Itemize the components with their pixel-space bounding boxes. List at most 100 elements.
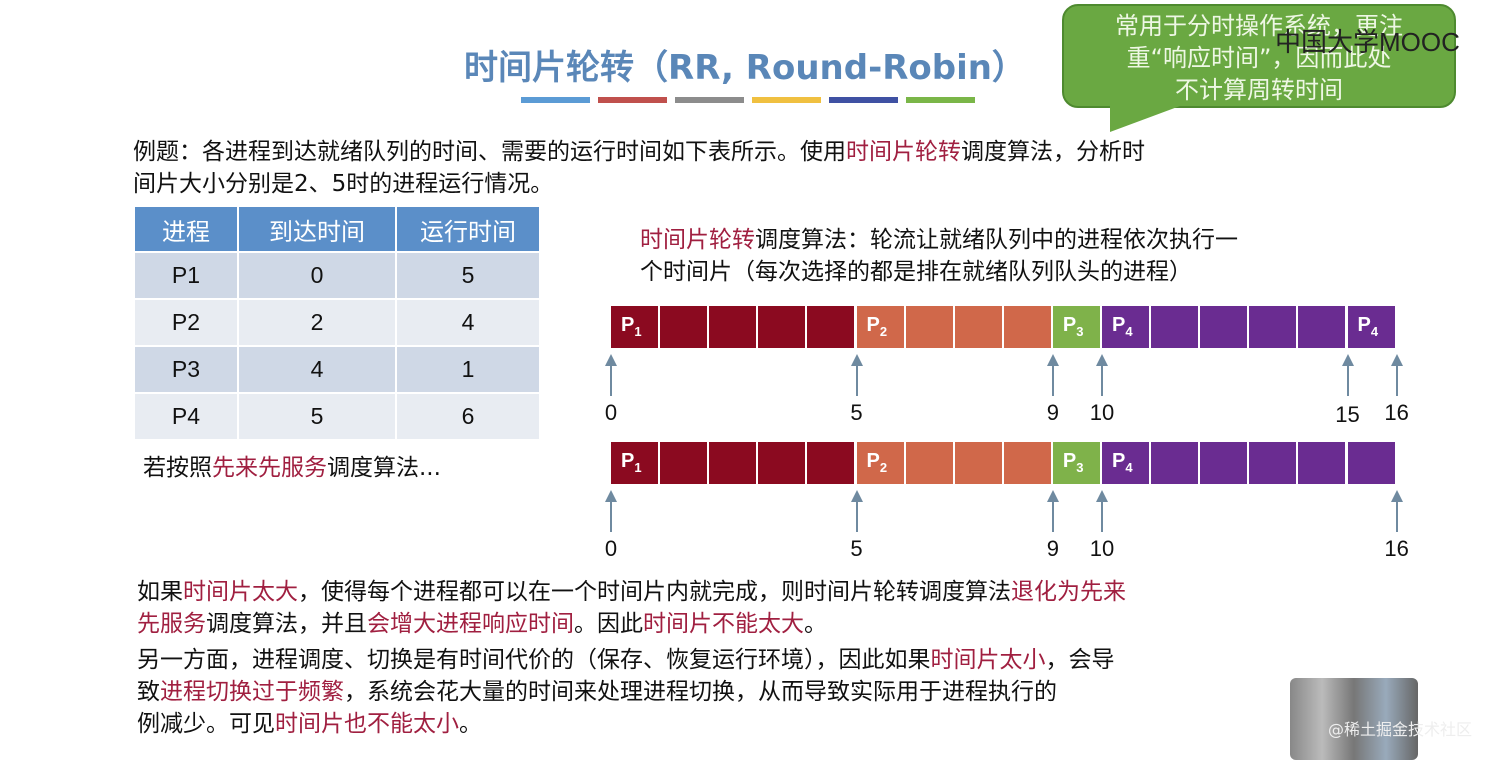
highlighted-text: 时间片不能太大 xyxy=(643,611,804,637)
text-span: 若按照 xyxy=(143,455,212,481)
time-label: 5 xyxy=(850,536,863,561)
highlighted-text: 时间片也不能太小 xyxy=(275,711,459,737)
time-label: 0 xyxy=(604,400,618,425)
text-line: 先服务调度算法，并且会增大进程响应时间。因此时间片不能太大。 xyxy=(137,608,827,640)
gantt-cell-p3: P3 xyxy=(1052,306,1102,348)
text-span: 例题：各进程到达就绪队列的时间、需要的运行时间如下表所示。使用 xyxy=(133,139,846,165)
mooc-logo: 中国大学MOOC xyxy=(1275,27,1460,57)
text-line: 另一方面，进程调度、切换是有时间代价的（保存、恢复运行环境），因此如果时间片太小… xyxy=(137,644,1115,676)
time-label: 9 xyxy=(1046,400,1060,425)
title-bar-segment xyxy=(598,97,667,103)
table-cell: 4 xyxy=(237,345,397,394)
time-label: 15 xyxy=(1335,402,1360,427)
time-label: 5 xyxy=(850,400,863,425)
gantt-cell-p3: P3 xyxy=(1052,442,1102,484)
time-label: 10 xyxy=(1089,400,1115,425)
gantt-cell-p4 xyxy=(1298,442,1348,484)
text-line: 例题：各进程到达就绪队列的时间、需要的运行时间如下表所示。使用时间片轮转调度算法… xyxy=(133,136,1145,168)
arrowhead-icon xyxy=(1096,490,1108,502)
gantt-cell-p4 xyxy=(1151,306,1201,348)
title-bar-segment xyxy=(906,97,975,103)
gantt-cell-p1 xyxy=(660,442,710,484)
gantt-cell-p1 xyxy=(758,306,808,348)
highlighted-text: 进程切换过于频繁 xyxy=(160,679,344,705)
table-cell: 4 xyxy=(395,298,541,347)
arrowhead-icon xyxy=(1390,354,1403,366)
gantt-cell-p2 xyxy=(1003,442,1053,484)
time-label: 16 xyxy=(1384,400,1409,425)
gantt-cell-p2 xyxy=(954,306,1004,348)
callout-line: 常用于分时操作系统，更注 xyxy=(1115,12,1403,40)
highlighted-text: 时间片轮转 xyxy=(846,139,961,165)
arrowhead-icon xyxy=(1096,354,1108,366)
text-line: 时间片轮转调度算法：轮流让就绪队列中的进程依次执行一 xyxy=(640,224,1238,256)
time-arrow xyxy=(1346,362,1349,396)
highlighted-text: 先服务 xyxy=(137,611,206,637)
text-span: 调度算法，分析时 xyxy=(961,139,1145,165)
header-process: 进程 xyxy=(133,205,239,253)
callout-line: 不计算周转时间 xyxy=(1175,76,1343,104)
gantt-cell-p2: P2 xyxy=(856,306,906,348)
text-span: 调度算法：轮流让就绪队列中的进程依次执行一 xyxy=(755,227,1238,253)
gantt-cell-p4 xyxy=(1200,306,1250,348)
slide-title: 时间片轮转（RR, Round-Robin） xyxy=(464,48,1026,88)
highlighted-text: 时间片太大 xyxy=(183,579,298,605)
gantt-cell-p4: P4 xyxy=(1102,306,1152,348)
highlighted-text: 时间片轮转 xyxy=(640,227,755,253)
arrowhead-icon xyxy=(605,490,617,502)
table-cell: 5 xyxy=(395,251,541,300)
callout-line: 重“响应时间”，因而此处 xyxy=(1126,44,1392,72)
table-cell: 1 xyxy=(395,345,541,394)
text-span: 。因此 xyxy=(574,611,643,637)
text-span: 。 xyxy=(804,611,827,637)
arrowhead-icon xyxy=(1046,354,1059,366)
text-span: ，会导 xyxy=(1045,647,1115,673)
gantt-cell-p2: P2 xyxy=(856,442,906,484)
gantt-cell-p1 xyxy=(807,306,857,348)
highlighted-text: 退化为先来 xyxy=(1011,579,1126,605)
arrowhead-icon xyxy=(1341,354,1354,366)
text-line: 个时间片（每次选择的都是排在就绪队列队头的进程） xyxy=(640,256,1192,288)
watermark: @稀土掘金技术社区 xyxy=(1328,720,1473,739)
time-arrow xyxy=(855,498,858,532)
time-arrow xyxy=(610,362,612,396)
text-span: 另一方面，进程调度、切换是有时间代价的（保存、恢复运行环境），因此如果 xyxy=(137,647,931,673)
time-arrow xyxy=(855,362,858,396)
time-arrow xyxy=(1101,362,1103,396)
table-cell: P2 xyxy=(133,298,239,347)
gantt-cell-p1 xyxy=(709,442,759,484)
title-bar-segment xyxy=(521,97,590,103)
gantt-cell-p1 xyxy=(660,306,710,348)
gantt-cell-p2 xyxy=(1003,306,1053,348)
text-span: 个时间片（每次选择的都是排在就绪队列队头的进程） xyxy=(640,259,1192,285)
table-cell: P3 xyxy=(133,345,239,394)
table-cell: 6 xyxy=(395,392,541,441)
gantt-cell-p4 xyxy=(1200,442,1250,484)
text-line: 间片大小分别是2、5时的进程运行情况。 xyxy=(133,168,553,200)
gantt-cell-p1: P1 xyxy=(611,306,661,348)
table-cell: 0 xyxy=(237,251,397,300)
title-underline-bars xyxy=(521,97,975,103)
text-span: ，系统会花大量的时间来处理进程切换，从而导致实际用于进程执行的 xyxy=(344,679,1057,705)
gantt-cell-p4 xyxy=(1249,306,1299,348)
callout-tail xyxy=(1110,106,1180,132)
text-line: 例减少。可见时间片也不能太小。 xyxy=(137,708,482,740)
gantt-cell-p4 xyxy=(1347,442,1397,484)
time-arrow xyxy=(1395,362,1398,396)
gantt-cell-p1: P1 xyxy=(611,442,661,484)
table-cell: P4 xyxy=(133,392,239,441)
gantt-cell-p2 xyxy=(954,442,1004,484)
highlighted-text: 时间片太小 xyxy=(930,647,1046,673)
time-arrow xyxy=(1395,498,1398,532)
arrowhead-icon xyxy=(1046,490,1059,502)
arrowhead-icon xyxy=(850,354,863,366)
header-arrival: 到达时间 xyxy=(237,205,397,253)
blurred-overlay xyxy=(1290,678,1418,760)
gantt-cell-p4 xyxy=(1151,442,1201,484)
text-span: 例减少。可见 xyxy=(137,711,275,737)
